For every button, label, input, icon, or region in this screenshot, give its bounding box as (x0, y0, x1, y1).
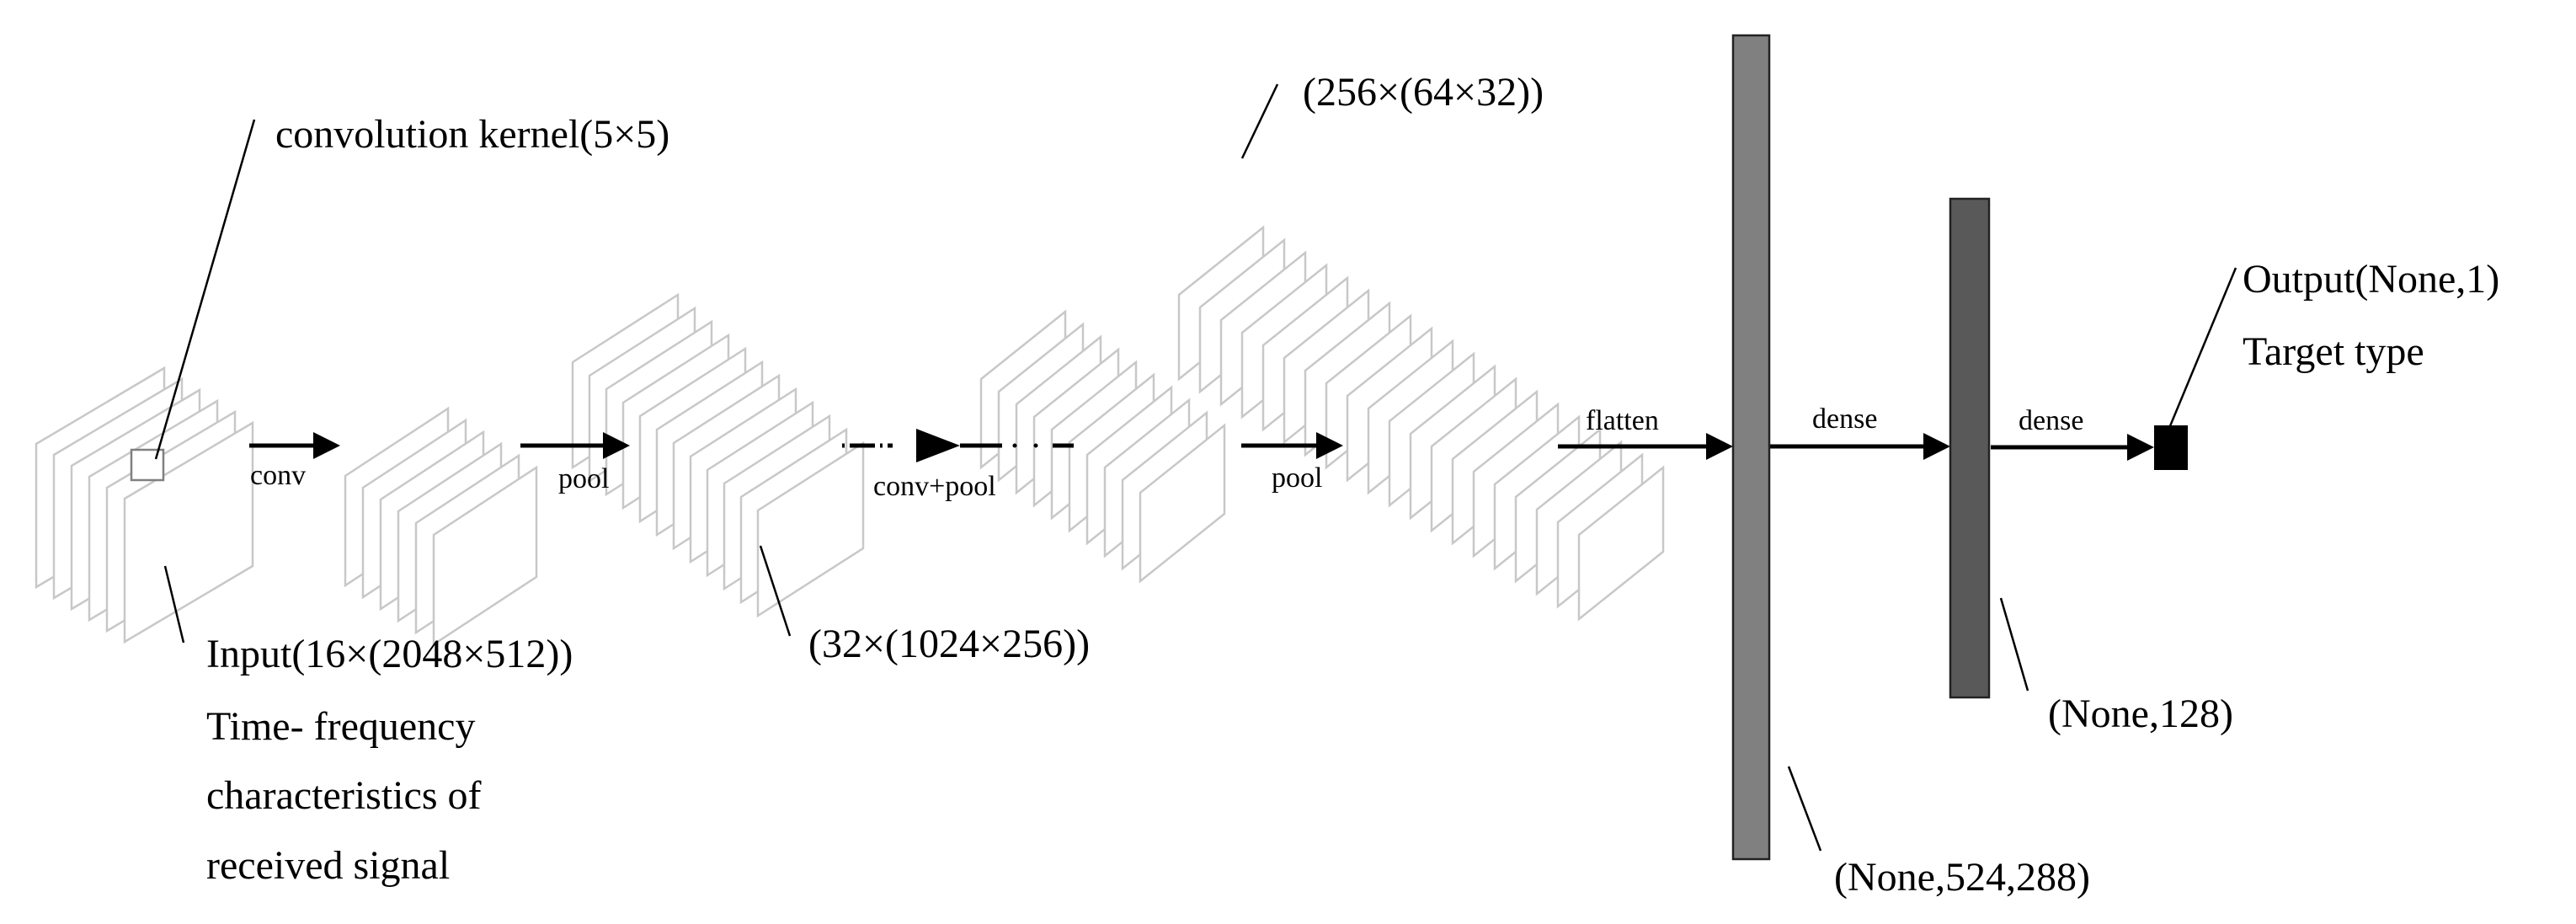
output-node (2154, 425, 2188, 470)
conv-label: conv (250, 460, 306, 491)
pool2-label: pool (1272, 462, 1322, 494)
input-label-line4: received signal (206, 843, 450, 888)
feature-map-sheet (123, 420, 254, 644)
dense1-arrow (1769, 433, 1950, 460)
flatten-shape-pointer-line (1787, 766, 1822, 852)
pool2-shape-label: (256×(64×32)) (1303, 70, 1544, 115)
convpool-label: conv+pool (873, 471, 996, 502)
pool1-shape-pointer-line (759, 545, 792, 637)
output-label-line2: Target type (2243, 329, 2424, 374)
output-pointer-line (2166, 267, 2237, 433)
convpool-arrow (842, 429, 1074, 462)
conv1-feature-stack (344, 406, 538, 647)
kernel-label: convolution kernel(5×5) (275, 112, 669, 157)
convpool-feature-stack (979, 309, 1226, 584)
kernel-pointer-line (154, 119, 256, 460)
pool1-feature-stack (571, 292, 865, 618)
output-label-line1: Output(None,1) (2243, 257, 2499, 302)
pool2-feature-stack (1177, 225, 1665, 622)
convolution-kernel-box (130, 448, 165, 482)
pool1-label: pool (558, 463, 609, 494)
feature-map-sheet (1577, 465, 1665, 622)
input-feature-stack (35, 366, 254, 644)
input-pointer-line (163, 565, 185, 644)
flatten-label: flatten (1586, 405, 1659, 436)
dense2-label: dense (2019, 405, 2083, 436)
flatten-shape-label: (None,524,288) (1834, 855, 2090, 900)
feature-map-sheet (432, 465, 538, 647)
input-label-line3: characteristics of (206, 773, 482, 818)
dense2-arrow (1991, 434, 2154, 461)
dense-shape-label: (None,128) (2048, 692, 2233, 736)
flatten-arrow (1558, 433, 1733, 460)
feature-map-sheet (756, 441, 865, 618)
conv-arrow (249, 432, 340, 459)
flatten-layer-bar (1731, 34, 1771, 861)
input-label-line1: Input(16×(2048×512)) (206, 632, 573, 676)
dense-layer-bar (1949, 197, 1991, 699)
pool1-shape-label: (32×(1024×256)) (808, 622, 1090, 666)
feature-map-sheet (1139, 423, 1226, 584)
pool2-arrow (1241, 432, 1343, 459)
pool2-shape-pointer-line (1240, 83, 1279, 159)
input-label-line2: Time- frequency (206, 704, 475, 749)
dense1-label: dense (1812, 403, 1877, 435)
dense-shape-pointer-line (1999, 597, 2029, 692)
pool1-arrow (520, 432, 630, 459)
